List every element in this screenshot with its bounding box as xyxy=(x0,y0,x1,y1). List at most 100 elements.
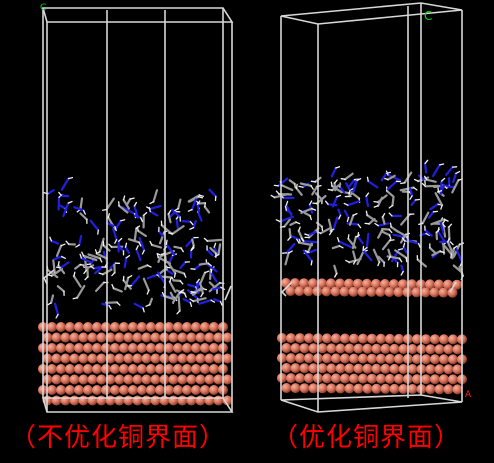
right-copper-bottom-atom xyxy=(340,333,350,344)
right-molecule-hydrogen-bond xyxy=(412,186,418,191)
right-copper-top-atom xyxy=(407,279,417,290)
right-molecule-hydrogen-bond xyxy=(388,204,394,209)
left-molecule-bond xyxy=(192,297,207,303)
left-copper-atom xyxy=(132,395,143,406)
left-molecule-hydrogen-bond xyxy=(122,195,126,201)
right-molecule-hydrogen-bond xyxy=(400,182,406,185)
left-copper-atom xyxy=(141,395,152,406)
right-molecule-bond xyxy=(327,203,338,207)
left-molecule-bond xyxy=(59,261,70,269)
left-molecule-bond xyxy=(170,208,182,219)
right-molecule-hydrogen-bond xyxy=(425,232,431,237)
right-molecule-bond xyxy=(425,178,437,183)
left-molecule-hydrogen-bond xyxy=(111,272,116,277)
right-molecule-bond xyxy=(352,250,357,262)
right-copper-bottom-atom xyxy=(394,333,404,344)
right-copper-top-atom xyxy=(393,287,404,298)
right-molecule-hydrogen-bond xyxy=(421,182,427,187)
right-copper-top-atom xyxy=(303,286,314,297)
left-molecule-hydrogen-bond xyxy=(58,191,62,197)
right-molecule-bond xyxy=(284,251,290,266)
left-molecule-hydrogen-bond xyxy=(189,301,193,307)
left-molecule-bond xyxy=(98,237,105,253)
right-molecule-hydrogen-bond xyxy=(270,194,276,199)
left-copper-atom xyxy=(47,343,57,353)
left-molecule-bond xyxy=(124,246,131,254)
right-molecule-hydrogen-bond xyxy=(373,205,379,208)
right-copper-bottom-atom xyxy=(376,373,386,384)
right-molecule-bond xyxy=(424,229,433,237)
right-molecule-hydrogen-bond xyxy=(333,179,338,184)
right-molecule-hydrogen-bond xyxy=(366,176,369,182)
left-molecule-bond xyxy=(177,198,182,210)
right-copper-bottom-atom xyxy=(281,363,292,373)
left-copper-atom xyxy=(195,374,206,385)
right-molecule-hydrogen-bond xyxy=(405,257,408,263)
right-molecule-hydrogen-bond xyxy=(383,177,389,181)
right-molecule-bond xyxy=(344,172,354,181)
right-molecule-bond xyxy=(302,249,313,262)
left-copper-atom xyxy=(186,353,197,364)
left-molecule-hydrogen-bond xyxy=(83,269,88,275)
right-copper-top-atom xyxy=(290,278,300,289)
left-molecule-hydrogen-bond xyxy=(167,209,172,215)
right-molecule-bond xyxy=(348,214,355,226)
left-copper-atom xyxy=(105,353,116,364)
right-copper-bottom-atom xyxy=(367,333,377,344)
left-copper-atom xyxy=(87,374,98,385)
left-copper-atom xyxy=(105,332,116,343)
left-molecule-bond xyxy=(165,268,174,275)
left-molecule-bond xyxy=(105,221,117,228)
left-copper-atom xyxy=(110,322,120,332)
left-copper-atom xyxy=(92,322,102,332)
right-molecule-bond xyxy=(356,235,364,245)
left-caption: （不优化铜界面） xyxy=(10,423,227,453)
left-copper-atom xyxy=(141,374,152,385)
right-molecule-bond xyxy=(427,210,435,219)
right-copper-top-atom xyxy=(380,279,390,289)
left-molecule-bond xyxy=(57,264,66,275)
right-copper-bottom-atom xyxy=(344,383,355,394)
right-molecule-hydrogen-bond xyxy=(352,259,357,265)
left-molecule-bond xyxy=(46,189,55,195)
right-molecule-bond xyxy=(307,230,317,237)
right-molecule-bond xyxy=(381,227,391,231)
right-molecule-bond xyxy=(439,220,445,234)
left-molecule-bond xyxy=(62,202,70,218)
left-molecule-bond xyxy=(56,285,66,293)
right-molecule-hydrogen-bond xyxy=(311,207,317,211)
left-molecule-bond xyxy=(125,198,132,206)
left-copper-atom xyxy=(83,322,93,332)
left-copper-atom xyxy=(96,374,107,385)
right-molecule-bond xyxy=(285,209,293,215)
right-molecule-bond xyxy=(299,182,313,187)
right-molecule-hydrogen-bond xyxy=(424,159,429,165)
left-molecule-hydrogen-bond xyxy=(65,240,70,245)
left-copper-atom xyxy=(222,353,233,364)
right-copper-top-atom xyxy=(348,286,359,297)
left-molecule-hydrogen-bond xyxy=(111,283,115,289)
right-molecule-bond xyxy=(387,248,392,258)
left-molecule-bond xyxy=(198,299,213,305)
right-copper-top-atom xyxy=(434,279,444,290)
right-copper-bottom-atom xyxy=(358,353,368,364)
left-copper-atom xyxy=(74,385,84,395)
right-copper-bottom-atom xyxy=(389,363,400,374)
right-copper-bottom-atom xyxy=(439,374,449,385)
left-copper-atom xyxy=(200,385,210,395)
right-molecule-hydrogen-bond xyxy=(352,212,358,216)
right-molecule-bond xyxy=(348,178,356,187)
left-copper-atom xyxy=(119,343,129,353)
left-molecule-hydrogen-bond xyxy=(204,270,210,274)
left-copper-atom xyxy=(78,353,89,364)
right-molecule-hydrogen-bond xyxy=(298,226,301,232)
left-copper-atom xyxy=(123,332,134,343)
left-molecule-bond xyxy=(53,302,60,316)
right-copper-bottom-atom xyxy=(380,343,391,354)
right-molecule-hydrogen-bond xyxy=(417,243,421,248)
left-molecule-bond xyxy=(49,294,55,304)
right-copper-bottom-atom xyxy=(425,384,436,395)
left-molecule-bond xyxy=(173,245,183,250)
left-copper-atom xyxy=(87,395,98,406)
right-molecule-hydrogen-bond xyxy=(436,190,443,193)
